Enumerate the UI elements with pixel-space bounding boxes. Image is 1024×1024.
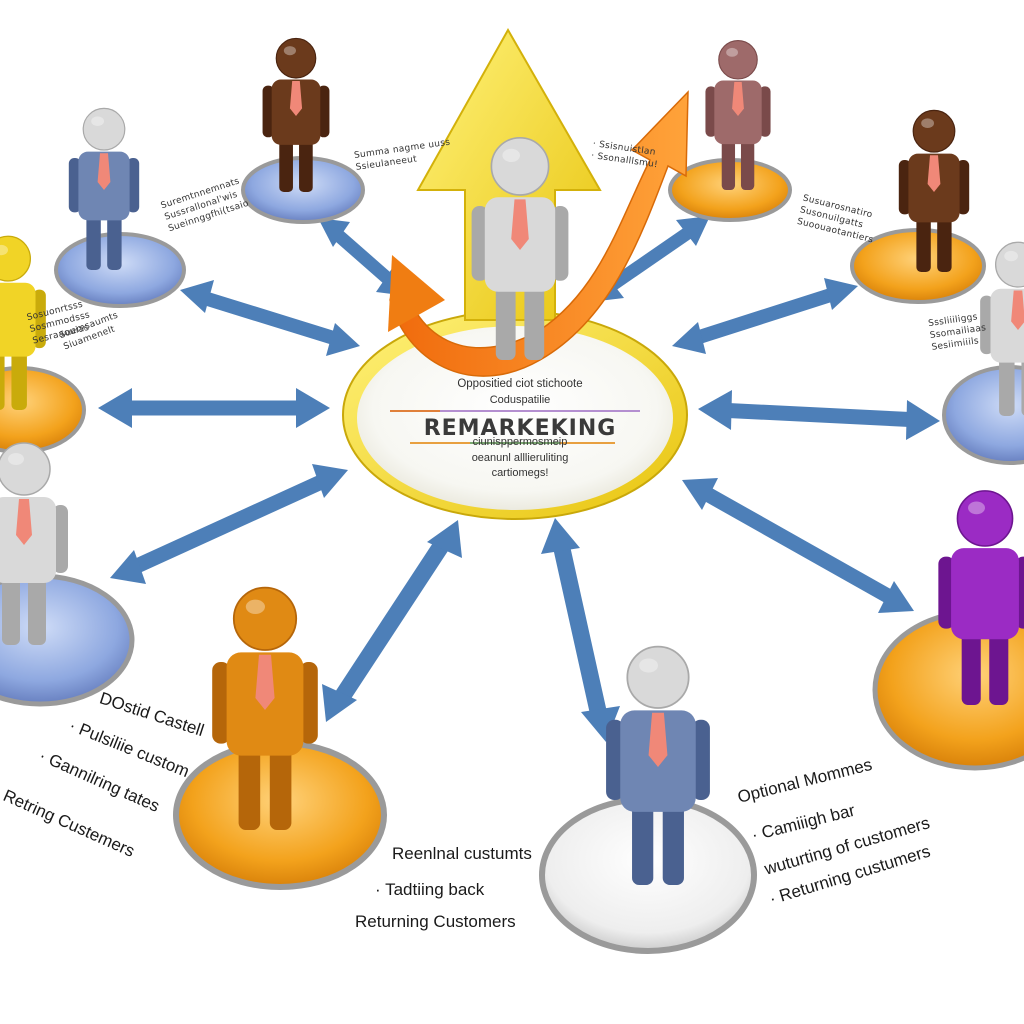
arrow-hub-left-lower [110, 464, 348, 584]
person-figure-top-center-right [705, 39, 771, 190]
arrow-hub-bottom-center [541, 518, 620, 742]
arrow-hub-bottom-left [322, 520, 462, 722]
person-figure-center [471, 136, 569, 360]
label-bottom-center-2: · Tadtiing back [375, 880, 485, 899]
person-figure-left-lower [0, 442, 68, 645]
hub-pad [342, 310, 688, 520]
person-figure-top-center-left [262, 37, 330, 192]
person-figure-right-lower [938, 490, 1024, 705]
hub-line-2: Coduspatilie [489, 394, 551, 406]
hub-line-3: ciunisppermosmeip [472, 436, 568, 448]
arrow-hub-right [698, 390, 940, 440]
people-figures [0, 37, 1024, 885]
person-figure-left [0, 235, 46, 410]
arrow-hub-left [98, 388, 330, 428]
hub-title: REMARKEKING [423, 416, 617, 441]
person-figure-far-right [980, 241, 1024, 416]
label-bottom-center-1: Reenlnal custumts [392, 844, 532, 863]
connector-arrows [98, 216, 940, 742]
hub-line-1: Oppositied ciot stichoote [457, 378, 583, 390]
person-figure-top-left [68, 107, 140, 270]
arrow-hub-right-lower [682, 478, 914, 613]
person-figure-bottom-left [212, 586, 318, 830]
hub-line-5: cartiomegs! [491, 467, 549, 479]
arrow-hub-left-upper [180, 280, 360, 356]
person-figure-bottom-center [606, 645, 710, 885]
hub-text: Oppositied ciot stichoote Coduspatilie R… [370, 370, 670, 490]
growth-arrow-orange [388, 90, 689, 377]
label-bottom-center-3: Returning Customers [355, 912, 516, 931]
hub-line-4: oeanunl alllieruliting [471, 452, 569, 464]
arrow-hub-right-upper [672, 278, 858, 354]
person-figure-top-right [898, 109, 970, 272]
